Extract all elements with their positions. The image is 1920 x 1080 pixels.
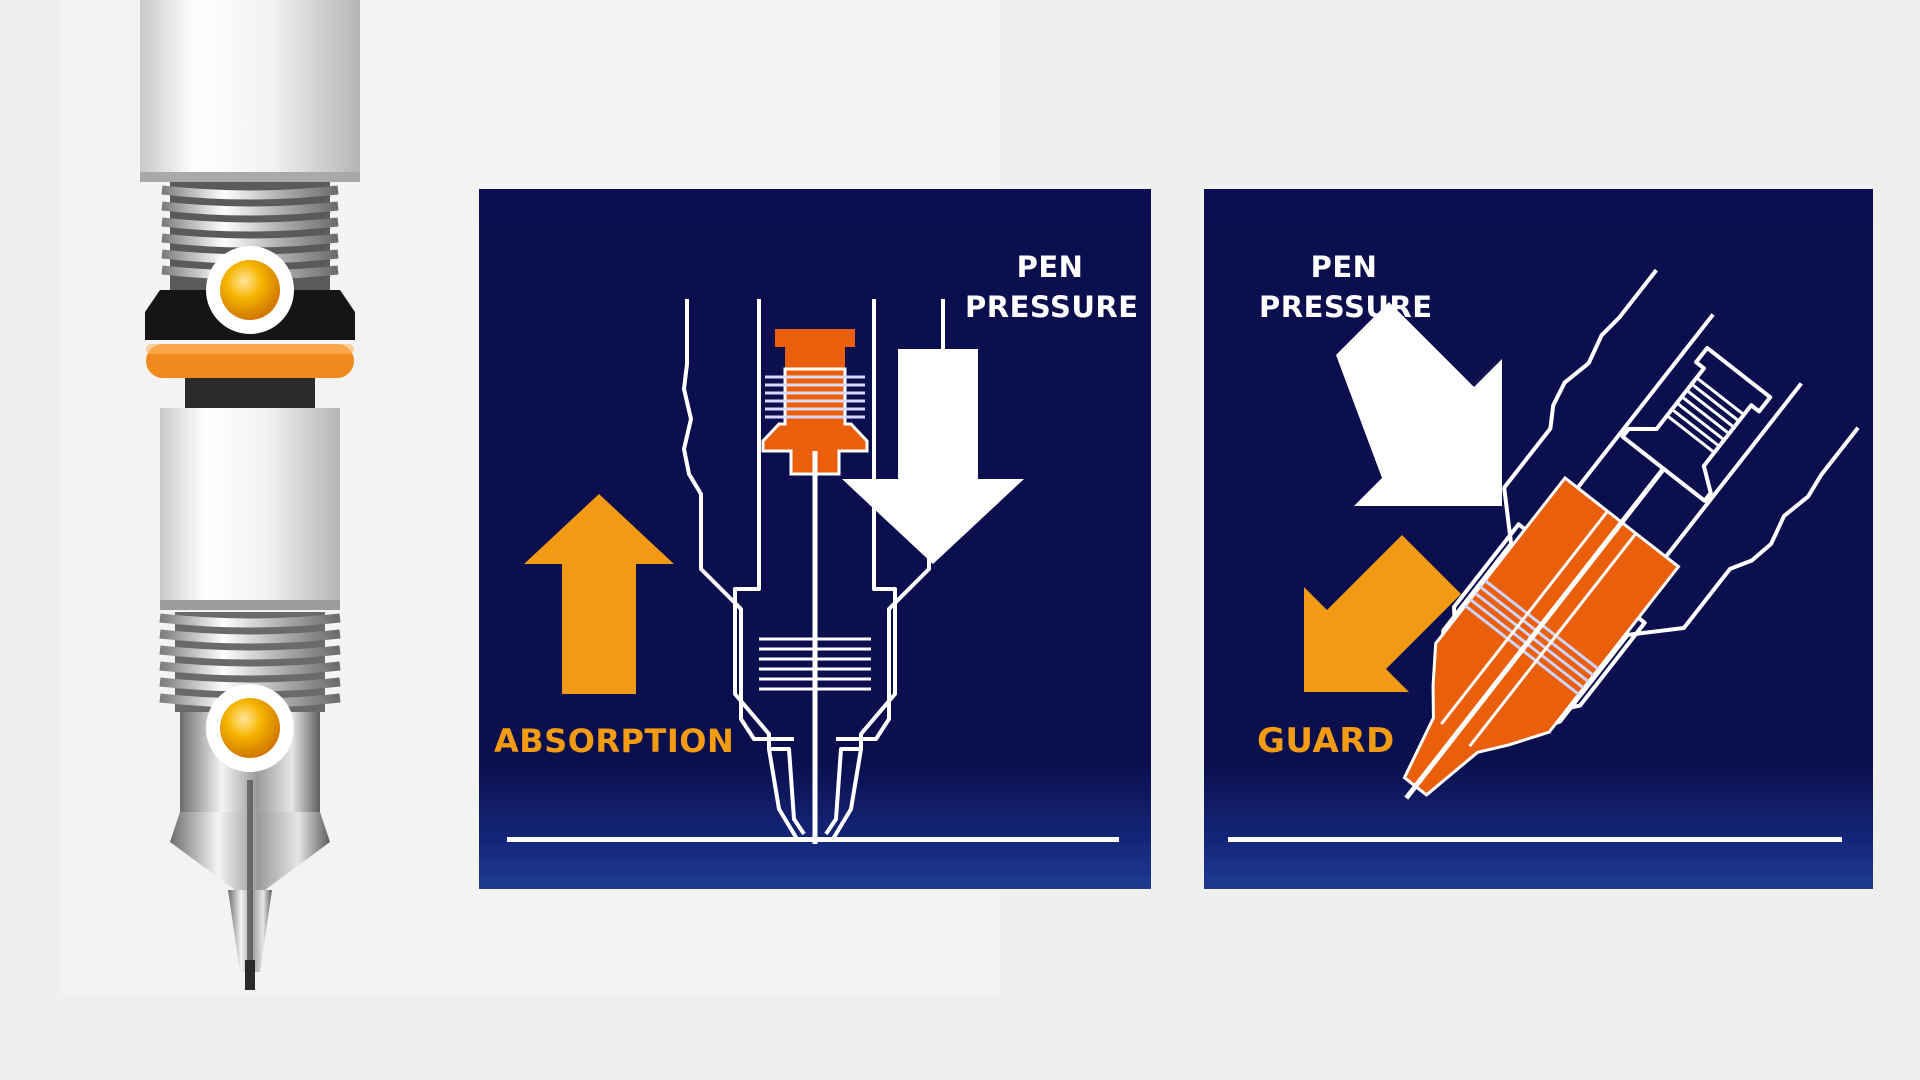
tilted-pencil-cross-section [1402, 268, 1860, 800]
absorption-arrow-icon [524, 494, 674, 694]
upper-spring [765, 375, 865, 419]
mechanical-pencil-image [140, 0, 360, 990]
chuck-part [761, 329, 869, 476]
pressure-arrow-icon [1336, 302, 1502, 506]
indicator-dot-lower [206, 684, 294, 772]
guard-arrow-icon [1304, 535, 1461, 692]
absorption-label: ABSORPTION [494, 722, 735, 760]
pressure-label: PEN PRESSURE [1259, 250, 1433, 324]
paper-surface-line [1228, 837, 1842, 842]
absorption-diagram-panel: PEN PRESSURE ABSORPTION [479, 189, 1151, 889]
guard-diagram-panel: PEN PRESSURE GUARD [1204, 189, 1873, 889]
indicator-dot-upper [206, 246, 294, 334]
pressure-label: PEN PRESSURE [965, 250, 1139, 324]
absorption-diagram [479, 189, 1151, 889]
guard-diagram [1204, 189, 1873, 889]
pressure-arrow-icon [842, 349, 1024, 564]
paper-surface-line [507, 837, 1119, 842]
guard-label: GUARD [1257, 721, 1395, 761]
